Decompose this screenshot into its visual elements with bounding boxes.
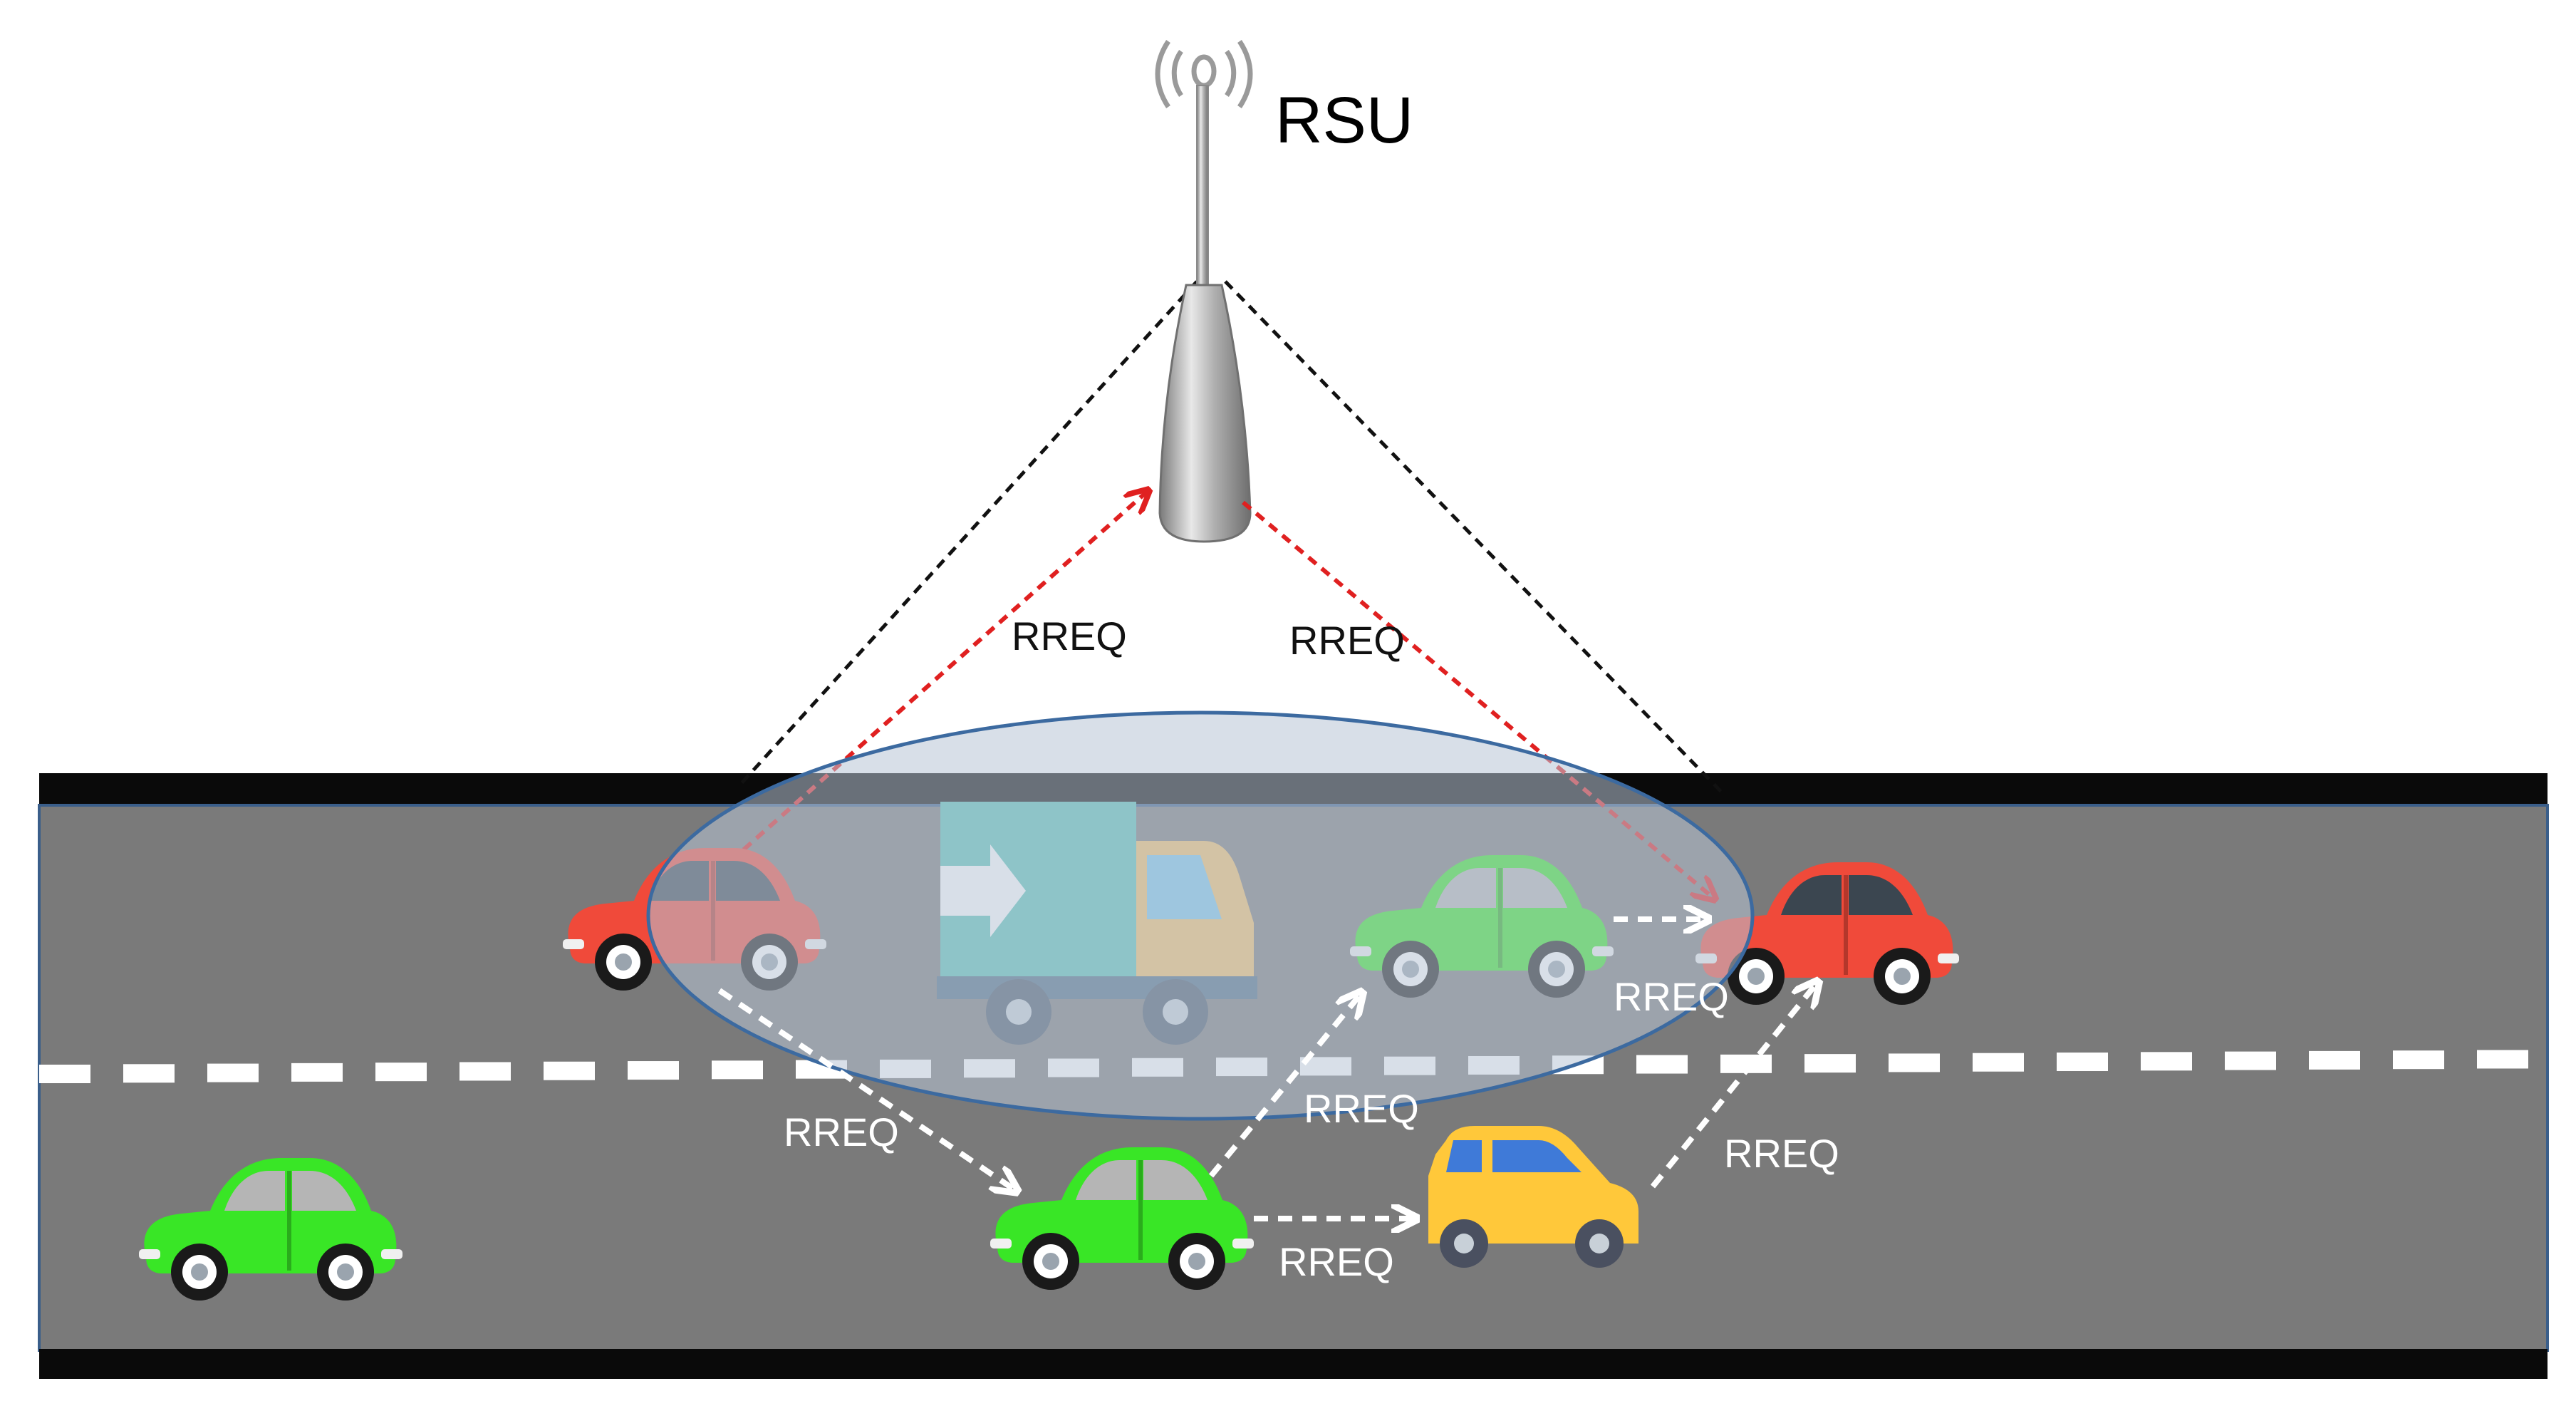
rreq-arrow-car5-car3 — [1650, 983, 1817, 1189]
rsu-tower: RSU — [1155, 40, 1413, 543]
rsu-coverage-lines — [739, 280, 1725, 796]
lane-dash — [628, 1061, 679, 1080]
car-green-relay — [990, 1147, 1254, 1290]
car-bumper — [381, 1249, 402, 1259]
car-door-line — [1844, 875, 1848, 975]
car-bumper — [563, 939, 584, 949]
van-window — [1492, 1140, 1582, 1172]
rreq-label-car4-car2: RREQ — [1304, 1086, 1419, 1131]
lane-dash — [1889, 1053, 1940, 1072]
lane-dash — [459, 1062, 511, 1081]
rsu-coverage-area — [646, 710, 1755, 1121]
lane-dash — [544, 1061, 595, 1080]
car-green-left — [139, 1158, 402, 1301]
car-hub — [615, 953, 632, 971]
lane-dash — [123, 1064, 175, 1083]
antenna-mast — [1196, 85, 1209, 286]
rreq-arrow-car1-car4 — [717, 988, 1015, 1190]
rsu-links — [704, 492, 1713, 898]
lane-dash — [2225, 1051, 2276, 1070]
rreq-arrow-up — [704, 492, 1147, 886]
lane-dash — [2477, 1050, 2528, 1069]
antenna-body — [1158, 284, 1252, 543]
lane-dash — [207, 1063, 259, 1082]
car-hub — [191, 1263, 208, 1281]
lane-dash — [1804, 1054, 1856, 1073]
car-hub — [1747, 968, 1765, 985]
lane-dash — [2309, 1050, 2360, 1070]
van-hub — [1454, 1234, 1474, 1253]
rreq-label-car2-car3: RREQ — [1614, 974, 1729, 1019]
car-window — [224, 1171, 285, 1211]
rreq-label-car5-car3: RREQ — [1724, 1131, 1839, 1176]
car-door-line — [287, 1171, 291, 1271]
car-window — [1143, 1160, 1208, 1200]
lane-dash — [712, 1060, 763, 1080]
van-window — [1446, 1140, 1482, 1172]
lane-dash — [1973, 1053, 2024, 1072]
car-hub — [1042, 1253, 1059, 1270]
coverage-line-left — [739, 280, 1198, 785]
antenna-signal-icon — [1155, 40, 1253, 108]
rreq-label-car4-car5: RREQ — [1279, 1239, 1394, 1284]
van-hub — [1589, 1234, 1609, 1253]
car-bumper — [1232, 1239, 1254, 1249]
road-bottom-edge — [39, 1349, 2548, 1379]
rreq-label-up: RREQ — [1012, 614, 1127, 658]
rreq-label-down: RREQ — [1289, 618, 1405, 663]
car-hub — [337, 1263, 354, 1281]
car-window — [292, 1171, 356, 1211]
rsu-label: RSU — [1275, 84, 1413, 157]
car-window — [1849, 875, 1913, 915]
message-labels: RREQ RREQ RREQ RREQ RREQ RREQ RREQ — [784, 614, 1839, 1284]
v2v-links — [717, 919, 1817, 1219]
lane-dash — [1636, 1055, 1688, 1074]
car-bumper — [990, 1239, 1012, 1249]
car-door-line — [1138, 1160, 1143, 1260]
lane-dash — [375, 1063, 427, 1082]
lane-dash — [39, 1065, 90, 1083]
lane-dash — [2141, 1052, 2192, 1071]
car-hub — [1188, 1253, 1205, 1270]
car-red-destination — [1695, 862, 1959, 1005]
rreq-label-car1-car4: RREQ — [784, 1110, 899, 1154]
car-hub — [1894, 968, 1911, 985]
car-window — [1076, 1160, 1136, 1200]
car-window — [1781, 875, 1842, 915]
car-bumper — [1938, 953, 1959, 963]
rreq-arrow-car4-car2 — [1208, 994, 1361, 1178]
lane-dash — [2393, 1050, 2444, 1070]
car-bumper — [139, 1249, 160, 1259]
car-yellow — [1428, 1126, 1638, 1268]
lane-dash — [291, 1063, 343, 1082]
lane-dash — [2057, 1053, 2108, 1072]
